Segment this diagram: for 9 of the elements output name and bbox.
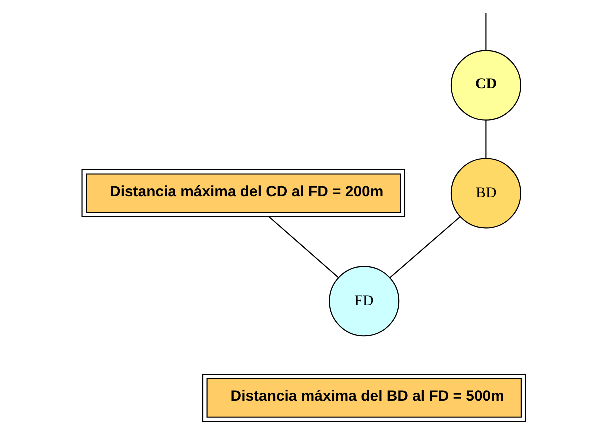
node-box: Distancia máxima del BD al FD = 500m: [202, 374, 526, 422]
connector: [389, 216, 460, 278]
connector: [268, 216, 338, 278]
node-circle: CD: [450, 50, 521, 121]
node-box: Distancia máxima del CD al FD = 200m: [81, 169, 406, 218]
node-circle: FD: [328, 266, 400, 337]
connector: [485, 14, 486, 51]
node-circle: BD: [450, 158, 521, 229]
connector: [485, 120, 486, 159]
